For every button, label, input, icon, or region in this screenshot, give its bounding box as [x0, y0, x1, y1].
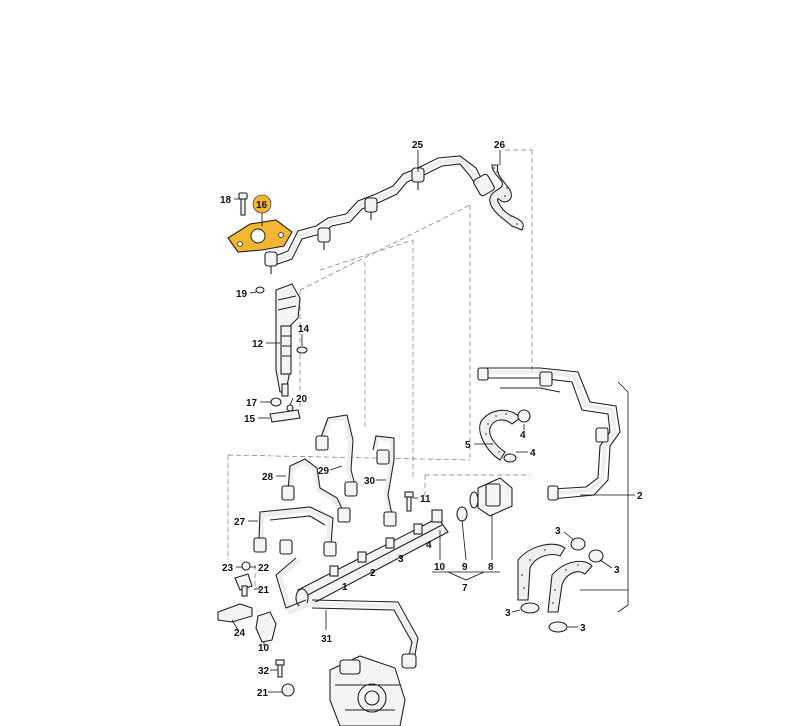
- callout-3-c: 3: [505, 608, 511, 619]
- rail-port-marks: 1 2 3 4: [342, 540, 432, 593]
- assembly-guide-lines: [227, 149, 533, 590]
- callout-25: 25: [412, 140, 424, 151]
- callout-30: 30: [364, 476, 376, 487]
- callout-28: 28: [262, 472, 274, 483]
- callout-9: 9: [462, 562, 468, 573]
- callout-16: 16: [256, 200, 268, 211]
- callout-23: 23: [222, 563, 234, 574]
- rail-mark-2: 2: [370, 568, 376, 579]
- hoses-3: [517, 537, 604, 633]
- callout-2: 2: [637, 491, 643, 502]
- callout-4-lower: 4: [530, 448, 536, 459]
- sensor-and-brackets: [217, 561, 295, 697]
- fuel-injector-12: [255, 283, 308, 423]
- pressure-regulator-8: [456, 477, 513, 522]
- leader-lines: [231, 150, 613, 693]
- hose-5: [479, 409, 531, 463]
- feed-line-31: [275, 557, 419, 669]
- callout-21-lower: 21: [257, 688, 269, 699]
- rail-mark-4: 4: [426, 540, 432, 551]
- high-pressure-pump: [329, 655, 406, 726]
- callout-22: 22: [258, 563, 270, 574]
- callout-31: 31: [321, 634, 333, 645]
- callout-5: 5: [465, 440, 471, 451]
- hose-texture: [493, 167, 518, 225]
- callout-32: 32: [258, 666, 270, 677]
- rail-mark-3: 3: [398, 554, 404, 565]
- bolt-18: [238, 192, 248, 216]
- callout-19: 19: [236, 289, 248, 300]
- callout-12: 12: [252, 339, 264, 350]
- callout-10-lower: 10: [258, 643, 270, 654]
- callout-8: 8: [488, 562, 494, 573]
- callout-3-d: 3: [580, 623, 586, 634]
- callout-10-upper: 10: [434, 562, 446, 573]
- pipe-assembly-2: [477, 367, 621, 501]
- callout-11: 11: [420, 494, 431, 505]
- callout-3-b: 3: [614, 565, 620, 576]
- bolt-11: [404, 491, 414, 512]
- highlighted-clamp-part-16: [227, 219, 293, 253]
- callout-labels: 25 26 18 16 19 14 12 17 20 15 4 5 4 2 28…: [220, 140, 643, 699]
- highlight-circle-16: [252, 194, 272, 214]
- callout-3-a: 3: [555, 526, 561, 537]
- callout-14: 14: [298, 324, 310, 335]
- callout-26: 26: [494, 140, 506, 151]
- callout-7: 7: [462, 583, 468, 594]
- callout-4-upper: 4: [520, 430, 526, 441]
- group-brackets: [432, 381, 635, 613]
- high-pressure-pipes: [253, 414, 397, 557]
- callout-29: 29: [318, 466, 330, 477]
- fuel-rail: 1 2 3 4: [295, 509, 449, 608]
- callout-17: 17: [246, 398, 258, 409]
- fuel-return-line: [264, 155, 495, 274]
- callout-18: 18: [220, 195, 232, 206]
- fuel-hose-26: [489, 164, 524, 231]
- callout-27: 27: [234, 517, 246, 528]
- callout-20: 20: [296, 394, 308, 405]
- callout-21-upper: 21: [258, 585, 270, 596]
- callout-15: 15: [244, 414, 256, 425]
- callout-24: 24: [234, 628, 246, 639]
- rail-mark-1: 1: [342, 582, 348, 593]
